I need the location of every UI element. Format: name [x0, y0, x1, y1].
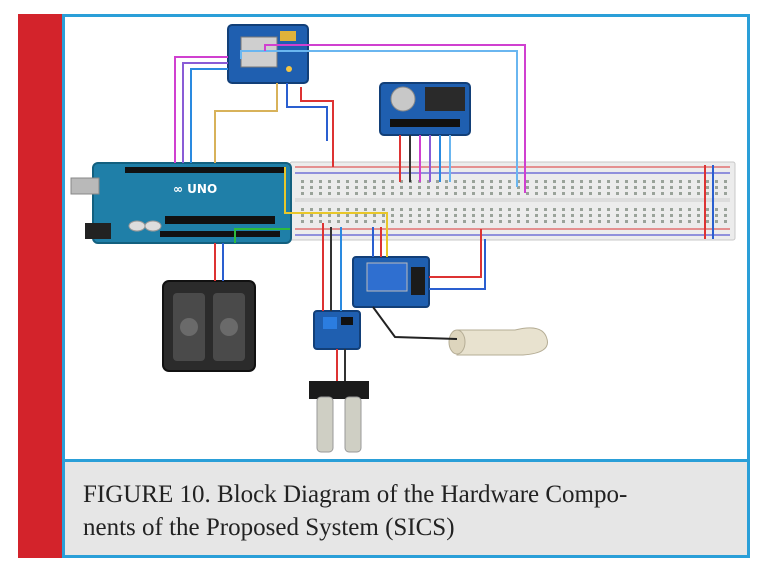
rtc-module-icon [379, 82, 471, 136]
caption-line-2: nents of the Proposed System (SICS) [83, 514, 455, 541]
figure-caption: FIGURE 10. Block Diagram of the Hardware… [83, 478, 723, 544]
caption-box: FIGURE 10. Block Diagram of the Hardware… [65, 462, 747, 555]
wiring [174, 44, 714, 381]
relay-icon [352, 256, 430, 308]
caption-line-1: FIGURE 10. Block Diagram of the Hardware… [83, 481, 628, 508]
water-pump-icon [448, 327, 548, 356]
accent-bar [18, 14, 62, 558]
arduino-board-icon: ∞ UNO [70, 162, 292, 244]
battery-holder-icon [162, 280, 256, 372]
hardware-diagram: ∞ UNO [65, 17, 747, 459]
svg-text:∞ UNO: ∞ UNO [173, 182, 217, 196]
soil-probe-icon [309, 381, 369, 453]
caption-divider [65, 459, 747, 462]
breadboard-icon [289, 161, 736, 241]
sensor-module-icon [313, 310, 361, 350]
